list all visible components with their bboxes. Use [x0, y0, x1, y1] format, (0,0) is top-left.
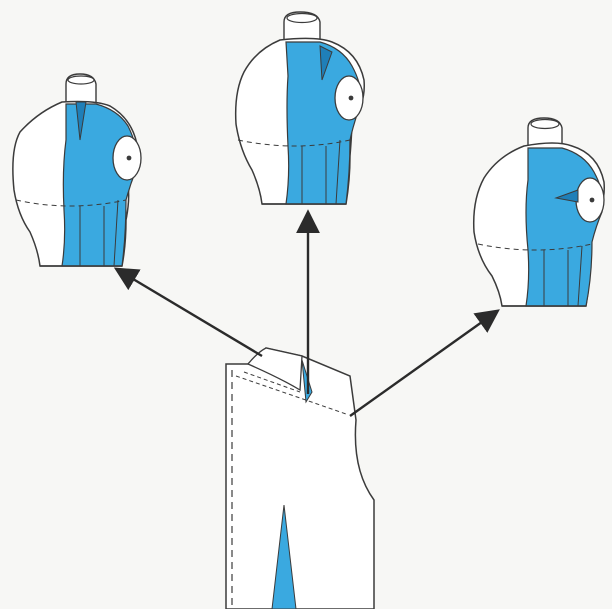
bodice-pattern: [226, 348, 374, 609]
arrow-icon: [350, 312, 496, 416]
fabric-panel: [526, 148, 603, 306]
dress-form-left: [13, 74, 141, 266]
dress-form-center: [236, 12, 365, 204]
dress-form-right: [474, 118, 605, 306]
arrow-icon: [118, 270, 262, 356]
